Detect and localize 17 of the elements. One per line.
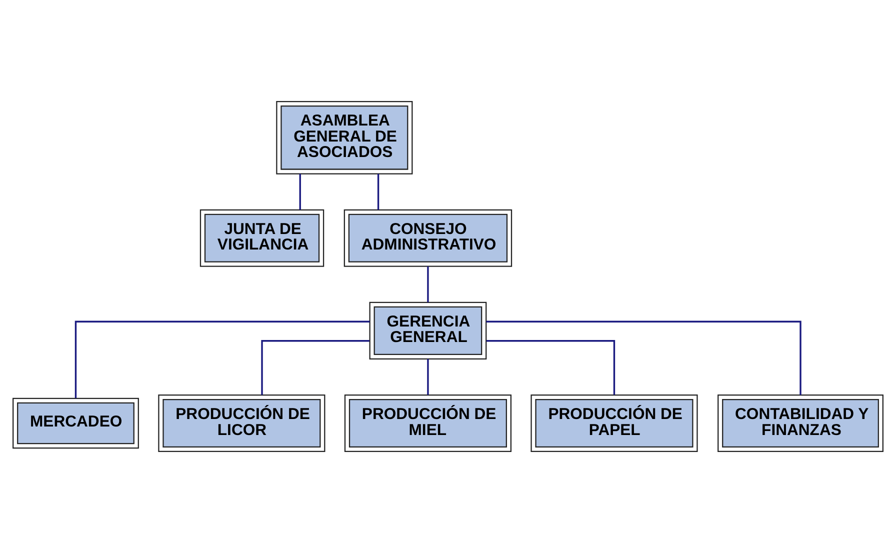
connector <box>261 340 370 395</box>
node-box: PRODUCCIÓN DE LICOR <box>158 394 326 452</box>
node-box: PRODUCCIÓN DE PAPEL <box>530 394 698 452</box>
node-box: PRODUCCIÓN DE MIEL <box>344 394 512 452</box>
node-box: CONTABILIDAD Y FINANZAS <box>718 394 884 452</box>
connector <box>427 358 429 395</box>
connector <box>74 320 370 398</box>
connector <box>486 340 616 395</box>
node-box: CONSEJO ADMINISTRATIVO <box>344 209 512 267</box>
connector <box>377 174 380 210</box>
connector <box>486 320 802 395</box>
node-box: ASAMBLEA GENERAL DE ASOCIADOS <box>276 100 413 174</box>
connector <box>427 266 429 302</box>
node-box: MERCADEO <box>12 398 139 449</box>
node-box: JUNTA DE VIGILANCIA <box>200 209 324 267</box>
node-box: GERENCIA GENERAL <box>369 302 487 360</box>
connector <box>299 174 301 210</box>
